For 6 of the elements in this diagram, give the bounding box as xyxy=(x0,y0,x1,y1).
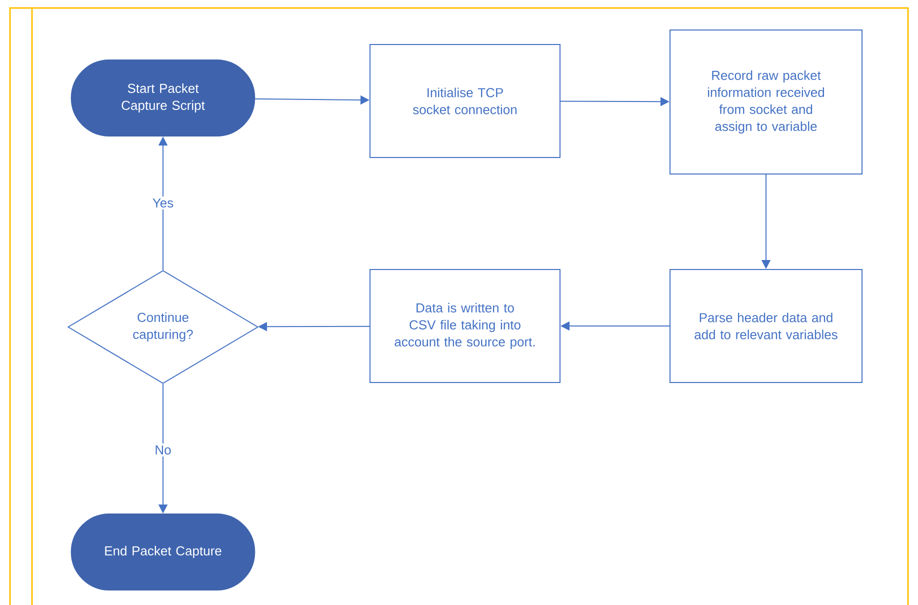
process-box: Parse header data and add to relevant variables xyxy=(670,269,862,383)
process-box: Record raw packet information received from socket and assign to variable xyxy=(670,30,862,174)
process-box: Initialise TCP socket connection xyxy=(370,44,560,158)
process-box: Data is written to CSV file taking into account the source port. xyxy=(370,269,560,383)
edge-label: No xyxy=(152,443,174,457)
edge-label: Yes xyxy=(150,196,176,210)
